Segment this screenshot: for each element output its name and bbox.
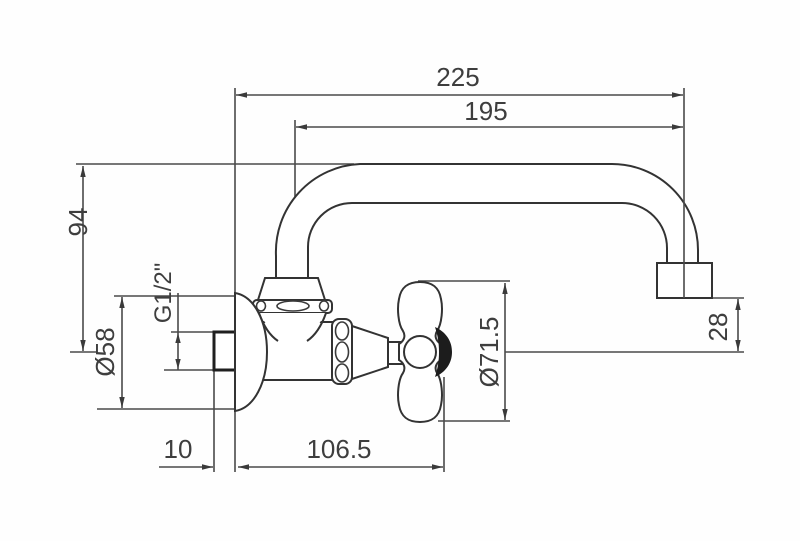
arrow-thread-bottom: [175, 359, 181, 369]
arrow-28-bottom: [735, 340, 741, 351]
handle-hub: [403, 335, 437, 369]
arrow-225-right: [672, 92, 683, 98]
label-flange-diameter: Ø58: [90, 327, 120, 376]
spout-funnel-fill: [259, 313, 326, 341]
arrow-195-left: [296, 124, 307, 130]
faucet-outline: [212, 88, 713, 472]
arrow-28-top: [735, 299, 741, 310]
arrow-225-left: [236, 92, 247, 98]
collar-knurl-right: [318, 300, 330, 312]
arrow-71-5-bottom: [502, 409, 508, 420]
label-height-above-wall: 94: [63, 208, 93, 237]
arrow-10-right: [202, 464, 213, 470]
label-inner-reach: 195: [464, 96, 507, 126]
label-handle-diameter: Ø71.5: [474, 317, 504, 388]
dimension-lines: [80, 88, 741, 472]
arrow-94-top: [80, 166, 86, 177]
arrow-195-right: [672, 124, 683, 130]
wall-flange: [234, 291, 269, 413]
handle-front-lobe-dark: [435, 327, 452, 377]
label-body-length: 106.5: [306, 434, 371, 464]
wall-pipe-nipple: [212, 330, 238, 372]
arrow-106-5-left: [238, 464, 249, 470]
arrow-thread-top: [175, 333, 181, 343]
arrow-58-top: [119, 297, 125, 308]
arrow-94-bottom: [80, 340, 86, 351]
dimension-labels: 225 195 94 Ø58 G1/2" Ø71.5 28 10 106.5: [63, 62, 733, 464]
bonnet-knurl-middle: [334, 341, 350, 363]
spout-tube: [274, 163, 699, 279]
bonnet-cone: [351, 324, 389, 381]
bonnet-knurl-top: [334, 321, 350, 341]
label-thread-size: G1/2": [150, 263, 177, 324]
bonnet-knurl-bottom: [334, 363, 350, 383]
spout-nut: [256, 277, 327, 301]
collar-knurl-left: [255, 300, 267, 312]
arrow-106-5-right: [432, 464, 443, 470]
arrow-71-5-top: [502, 283, 508, 294]
label-total-reach: 225: [436, 62, 479, 92]
collar-knurl-center: [276, 300, 310, 312]
label-outlet-drop: 28: [703, 313, 733, 342]
arrow-58-bottom: [119, 397, 125, 408]
label-wall-gap: 10: [164, 434, 193, 464]
spout-funnel-right-edge: [306, 312, 327, 342]
